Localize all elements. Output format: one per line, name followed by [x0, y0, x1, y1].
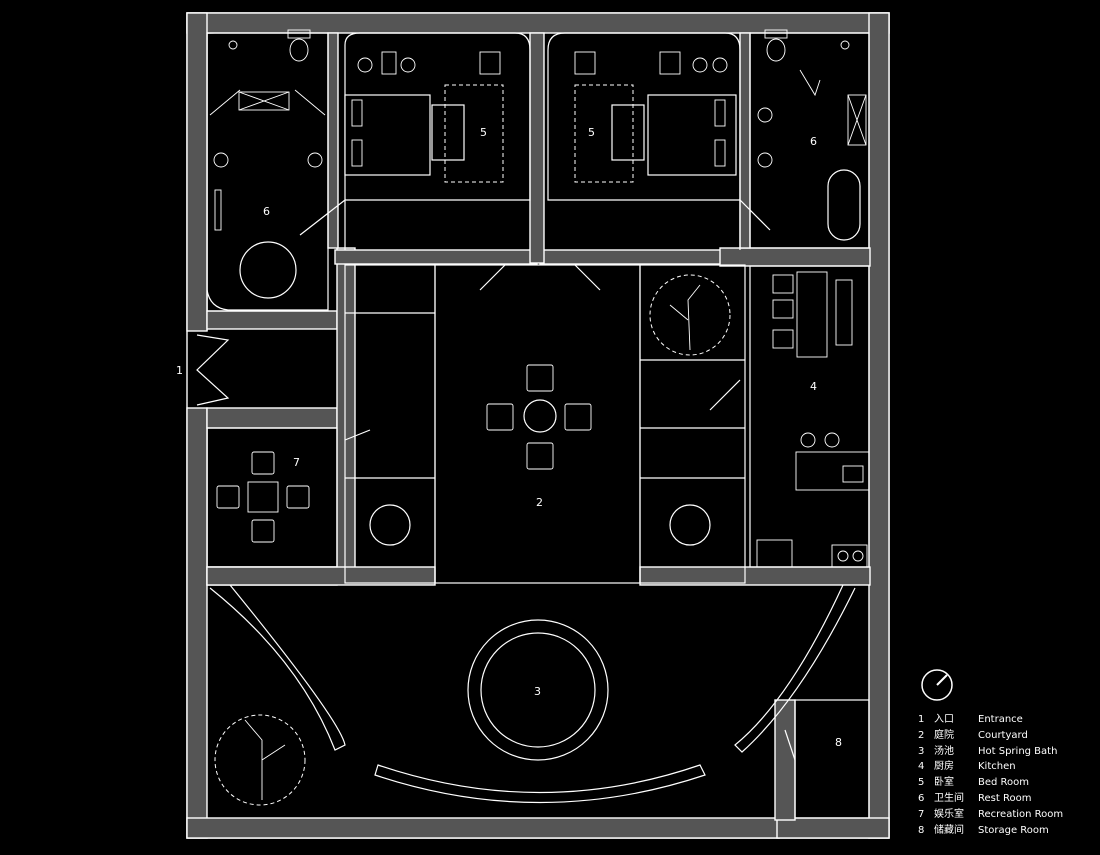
legend-row: 7 娱乐室 Recreation Room	[918, 808, 1064, 820]
room-number-storage-room: 8	[835, 736, 842, 749]
entrance-area: 1	[176, 334, 230, 406]
bed-room-left: 5	[299, 32, 531, 250]
courtyard: 2	[344, 264, 746, 584]
room-number-bed-room-left: 5	[480, 126, 487, 139]
bed-room-right: 5	[547, 32, 771, 250]
north-arrow-icon	[921, 669, 953, 701]
tree-icon	[214, 714, 306, 806]
room-number-courtyard: 2	[536, 496, 543, 509]
legend-row: 1 入口 Entrance	[918, 714, 1023, 725]
legend-row: 5 卧室 Bed Room	[918, 777, 1030, 789]
room-number-rest-room-left: 6	[263, 205, 270, 218]
legend-row: 4 厨房 Kitchen	[918, 761, 1016, 773]
storage-room: 8	[784, 699, 870, 819]
legend-row: 2 庭院 Courtyard	[918, 729, 1028, 741]
room-number-rest-room-right: 6	[810, 135, 817, 148]
room-number-hot-spring-bath: 3	[534, 685, 541, 698]
rest-room-left: 6	[206, 29, 329, 312]
kitchen: 4	[749, 265, 870, 568]
legend-row: 6 卫生间 Rest Room	[918, 792, 1032, 804]
outer-walls	[186, 12, 890, 839]
legend-row: 3 汤池 Hot Spring Bath	[918, 745, 1058, 757]
room-number-recreation-room: 7	[293, 456, 300, 469]
room-number-bed-room-right: 5	[588, 126, 595, 139]
legend: 1 入口 Entrance 2 庭院 Courtyard 3 汤池 Hot Sp…	[918, 712, 1063, 838]
tree-icon	[649, 274, 731, 356]
room-number-kitchen: 4	[810, 380, 817, 393]
legend-row: 8 储藏间 Storage Room	[918, 824, 1049, 836]
recreation-room: 7	[206, 427, 338, 568]
hot-spring-bath: 3	[209, 584, 856, 806]
room-number-entrance: 1	[176, 364, 183, 377]
rest-room-right: 6	[749, 29, 870, 249]
